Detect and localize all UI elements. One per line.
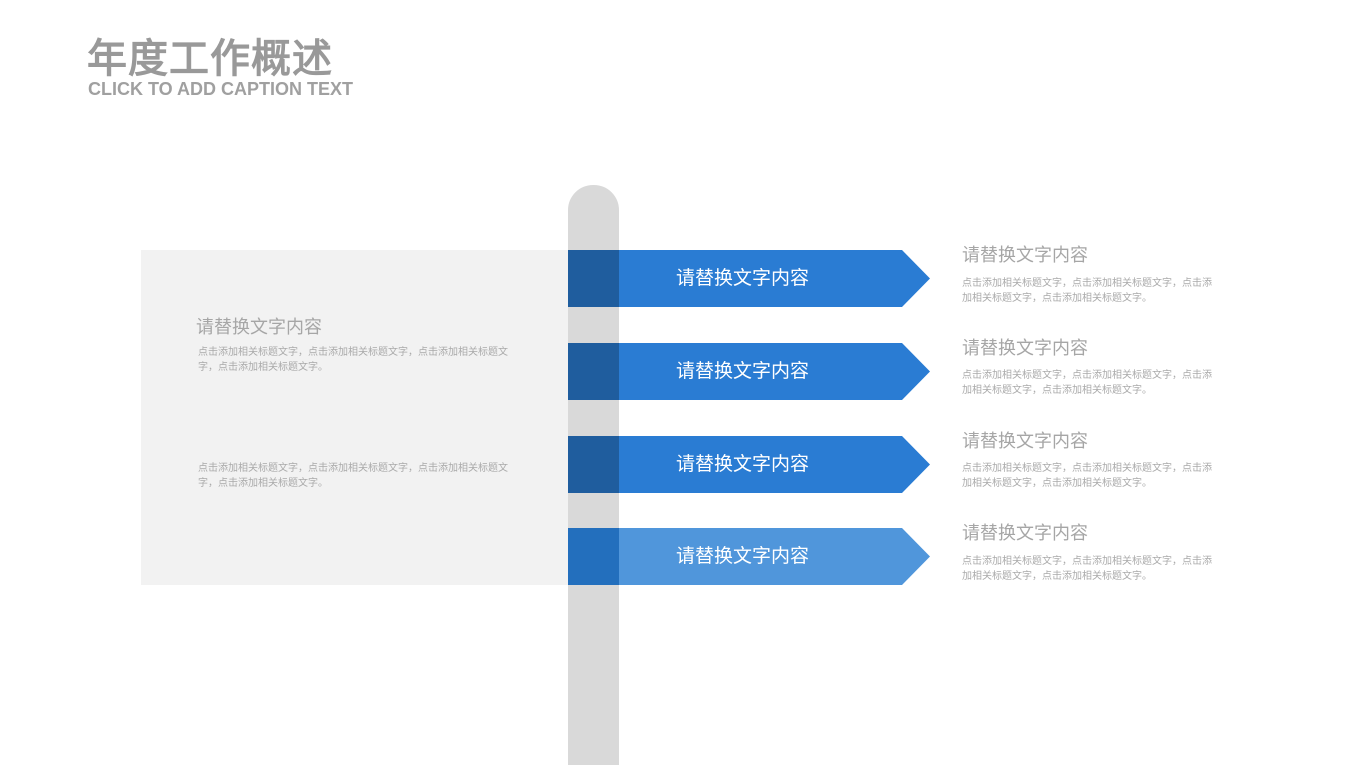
- arrow-row[interactable]: 请替换文字内容: [568, 250, 930, 307]
- row-heading: 请替换文字内容: [962, 431, 1088, 452]
- arrow-label: 请替换文字内容: [676, 545, 810, 567]
- arrow-label: 请替换文字内容: [676, 360, 810, 382]
- left-panel-text: 点击添加相关标题文字，点击添加相关标题文字，点击添加相关标题文字，点击添加相关标…: [198, 463, 508, 489]
- row-heading: 请替换文字内容: [962, 523, 1088, 544]
- arrow-row[interactable]: 请替换文字内容: [568, 436, 930, 493]
- arrow-square: [568, 343, 619, 400]
- arrow-square: [568, 250, 619, 307]
- row-text: 点击添加相关标题文字，点击添加相关标题文字，点击添加相关标题文字，点击添加相关标…: [962, 463, 1212, 489]
- row-heading: 请替换文字内容: [962, 245, 1088, 266]
- left-panel-text: 点击添加相关标题文字，点击添加相关标题文字，点击添加相关标题文字，点击添加相关标…: [198, 347, 508, 373]
- arrow-shape: [619, 343, 930, 400]
- arrow-square: [568, 528, 619, 585]
- arrow-square: [568, 436, 619, 493]
- arrow-shape: [619, 250, 930, 307]
- arrow-shape: [619, 436, 930, 493]
- left-panel-heading: 请替换文字内容: [196, 317, 322, 338]
- arrow-row[interactable]: 请替换文字内容: [568, 528, 930, 585]
- arrow-label: 请替换文字内容: [676, 453, 810, 475]
- row-text: 点击添加相关标题文字，点击添加相关标题文字，点击添加相关标题文字，点击添加相关标…: [962, 278, 1212, 304]
- left-panel: [141, 250, 568, 585]
- arrow-shape: [619, 528, 930, 585]
- page-caption: CLICK TO ADD CAPTION TEXT: [88, 79, 353, 99]
- row-text: 点击添加相关标题文字，点击添加相关标题文字，点击添加相关标题文字，点击添加相关标…: [962, 370, 1212, 396]
- page-title: 年度工作概述: [87, 36, 333, 82]
- arrow-label: 请替换文字内容: [676, 267, 810, 289]
- row-heading: 请替换文字内容: [962, 338, 1088, 359]
- row-text: 点击添加相关标题文字，点击添加相关标题文字，点击添加相关标题文字，点击添加相关标…: [962, 556, 1212, 582]
- arrow-row[interactable]: 请替换文字内容: [568, 343, 930, 400]
